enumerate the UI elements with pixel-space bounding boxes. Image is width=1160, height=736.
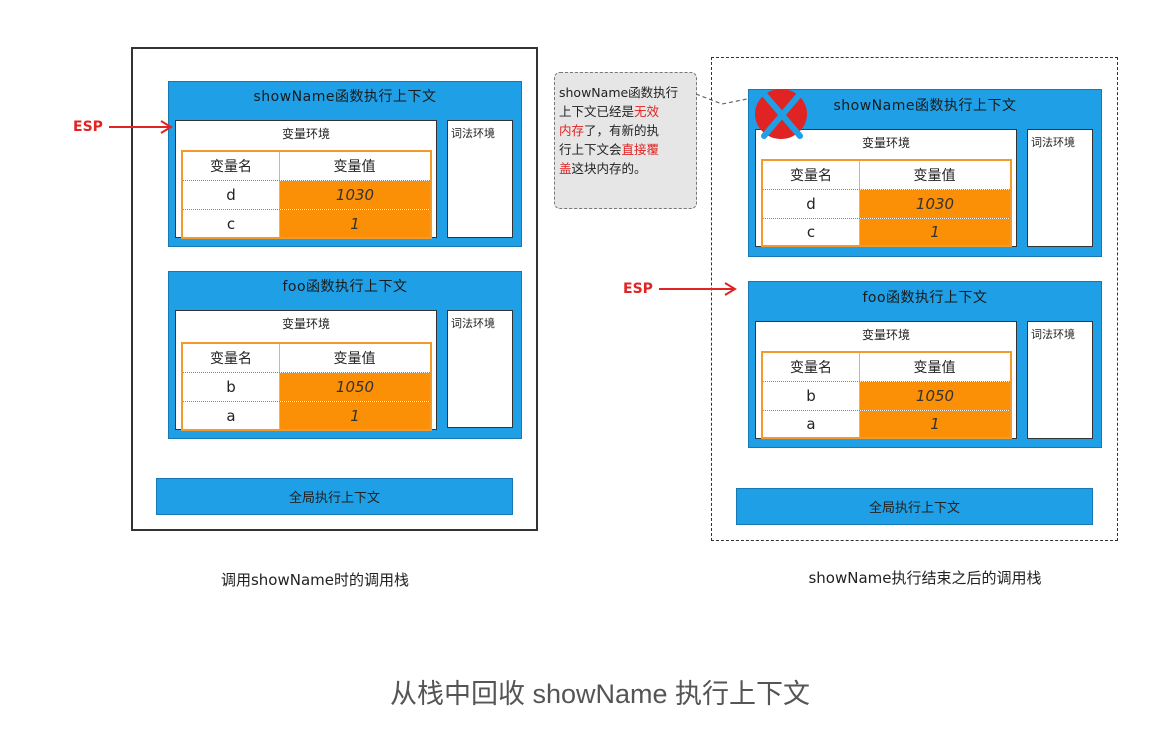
variable-env-title: 变量环境 (861, 136, 910, 150)
global-context-right: 全局执行上下文 (736, 488, 1093, 525)
variable-env-title: 变量环境 (281, 127, 330, 141)
variable-table: 变量名 变量值 b 1050 a 1 (761, 351, 1012, 439)
note-line: 行上下文会直接覆 (559, 142, 660, 157)
table-header-value: 变量值 (913, 168, 956, 184)
foo-context-right: foo函数执行上下文 变量环境 变量名 变量值 b 1050 a 1 词法环境 (748, 281, 1102, 448)
left-call-stack (131, 47, 538, 531)
variable-table: 变量名 变量值 d 1030 c 1 (181, 150, 432, 239)
variable-env-title: 变量环境 (861, 328, 910, 342)
context-title: showName函数执行上下文 (833, 98, 1017, 114)
esp-label: ESP (73, 119, 103, 135)
context-title: foo函数执行上下文 (282, 279, 408, 295)
table-header-name: 变量名 (790, 360, 832, 376)
variable-environment: 变量环境 变量名 变量值 d 1030 c 1 (755, 129, 1017, 247)
invalid-x-icon (755, 89, 807, 139)
table-cell-name: b (226, 378, 236, 396)
table-cell-value: 1 (280, 210, 430, 237)
esp-pointer-right: ESP (623, 278, 747, 300)
note-connector (696, 93, 753, 105)
lexical-environment: 词法环境 (1027, 129, 1093, 247)
esp-label: ESP (623, 281, 653, 297)
showname-context-right: showName函数执行上下文 变量环境 变量名 变量值 d 1030 c 1 … (748, 89, 1102, 257)
note-line: 内存了，有新的执 (559, 123, 660, 138)
table-cell-name: a (226, 406, 236, 425)
table-cell-value: 1 (280, 402, 430, 429)
lexical-environment: 词法环境 (1027, 321, 1093, 439)
variable-env-title: 变量环境 (281, 317, 330, 331)
table-cell-value: 1030 (280, 181, 430, 209)
variable-table: 变量名 变量值 d 1030 c 1 (761, 159, 1012, 247)
variable-environment: 变量环境 变量名 变量值 b 1050 a 1 (175, 310, 437, 431)
table-header-name: 变量名 (790, 168, 832, 184)
arrow-right-icon (108, 120, 173, 134)
variable-environment: 变量环境 变量名 变量值 b 1050 a 1 (755, 321, 1017, 439)
note-line: showName函数执行 (559, 85, 679, 100)
figure-caption: 从栈中回收 showName 执行上下文 (389, 679, 811, 709)
table-header-value: 变量值 (333, 159, 376, 175)
table-cell-name: c (226, 214, 236, 233)
table-cell-name: d (226, 186, 236, 204)
table-cell-value: 1030 (860, 190, 1010, 218)
table-cell-value: 1 (860, 411, 1010, 437)
table-cell-name: d (806, 195, 816, 213)
context-title: showName函数执行上下文 (253, 89, 437, 105)
table-cell-name: a (806, 415, 816, 433)
table-cell-name: b (806, 387, 816, 405)
note-line: 上下文已经是无效 (559, 104, 660, 119)
table-cell-value: 1 (860, 219, 1010, 245)
lexical-environment: 词法环境 (447, 310, 513, 428)
annotation-note: showName函数执行 上下文已经是无效 内存了，有新的执 行上下文会直接覆 … (554, 72, 697, 209)
variable-environment: 变量环境 变量名 变量值 d 1030 c 1 (175, 120, 437, 239)
context-title: foo函数执行上下文 (862, 290, 988, 306)
table-header-value: 变量值 (333, 351, 376, 367)
table-header-value: 变量值 (913, 360, 956, 376)
table-cell-name: c (806, 223, 816, 241)
table-cell-value: 1050 (280, 373, 430, 401)
note-line: 盖这块内存的。 (559, 161, 647, 176)
table-header-name: 变量名 (210, 351, 252, 367)
arrow-right-icon (658, 282, 737, 296)
esp-pointer-left: ESP (73, 116, 183, 138)
table-cell-value: 1050 (860, 382, 1010, 410)
table-header-name: 变量名 (210, 159, 252, 175)
variable-table: 变量名 变量值 b 1050 a 1 (181, 342, 432, 431)
right-caption: showName执行结束之后的调用栈 (808, 569, 1042, 587)
lexical-environment: 词法环境 (447, 120, 513, 238)
foo-context-left: foo函数执行上下文 变量环境 变量名 变量值 b 1050 a 1 词法环境 (168, 271, 522, 439)
showname-context-left: showName函数执行上下文 变量环境 变量名 变量值 d 1030 c 1 … (168, 81, 522, 247)
global-context-left: 全局执行上下文 (156, 478, 513, 515)
right-call-stack (711, 57, 1118, 541)
left-caption: 调用showName时的调用栈 (220, 571, 410, 589)
